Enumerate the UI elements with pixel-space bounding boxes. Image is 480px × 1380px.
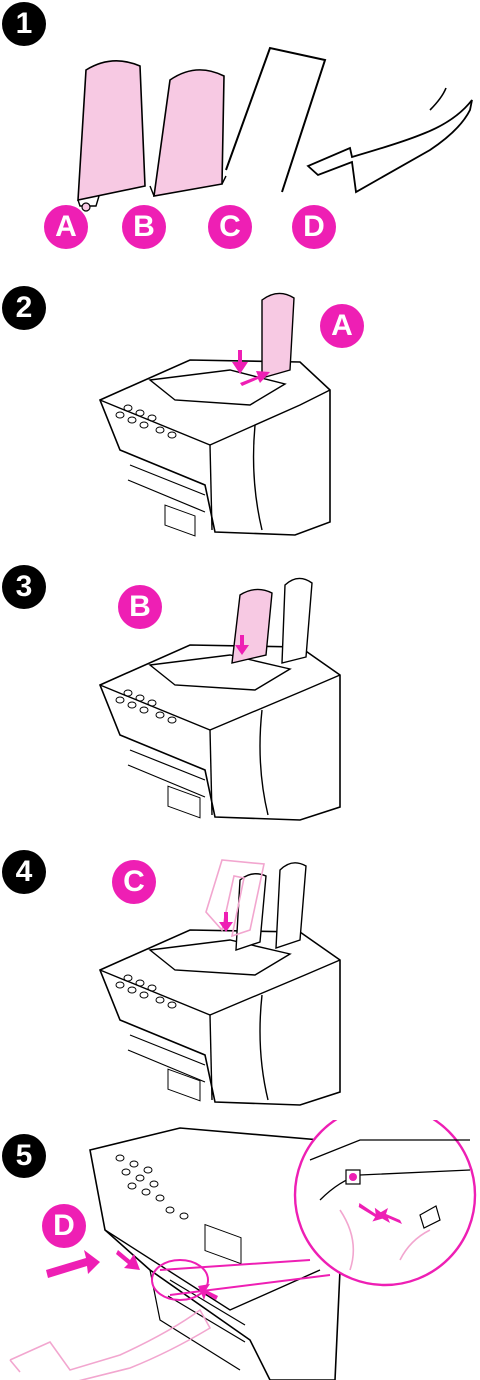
printer-illustration (98, 859, 341, 1106)
step-3: 3 B (0, 565, 480, 835)
insert-arrow-down (235, 635, 249, 655)
part-d-output-bin (306, 99, 473, 194)
part-a-tray (77, 60, 146, 201)
label-b: B (122, 205, 166, 249)
insert-arrow-upper (116, 1250, 140, 1270)
push-arrow-right (376, 1208, 402, 1224)
label-a: A (44, 205, 88, 249)
insert-arrow-down (219, 912, 233, 932)
label-b: B (118, 585, 162, 629)
magnifier-circle (293, 1120, 477, 1287)
step-number-2: 2 (2, 286, 46, 330)
insert-arrow-main (46, 1250, 100, 1278)
step-5: 5 D (0, 1120, 480, 1380)
step-number-3: 3 (2, 565, 46, 609)
step-1: 1 A B C D (0, 0, 480, 250)
label-d: D (42, 1204, 86, 1248)
step-number-1: 1 (2, 2, 46, 46)
step-2: 2 A (0, 280, 480, 550)
label-c: C (208, 205, 252, 249)
insert-arrow-lower (198, 1284, 218, 1300)
printer-illustration (98, 577, 341, 821)
label-d: D (292, 205, 336, 249)
printer-closeup-illustration (9, 1120, 477, 1380)
printer-illustration (98, 292, 331, 537)
insert-arrow-down (232, 350, 248, 374)
step-number-4: 4 (2, 850, 46, 894)
step-4: 4 C (0, 840, 480, 1110)
insert-arrow-right (240, 371, 270, 386)
label-c: C (112, 860, 156, 904)
parts-illustration (77, 46, 473, 212)
label-a: A (320, 304, 364, 348)
part-c-guide (225, 46, 327, 193)
part-b-tray (153, 69, 225, 197)
step-number-5: 5 (2, 1134, 46, 1178)
